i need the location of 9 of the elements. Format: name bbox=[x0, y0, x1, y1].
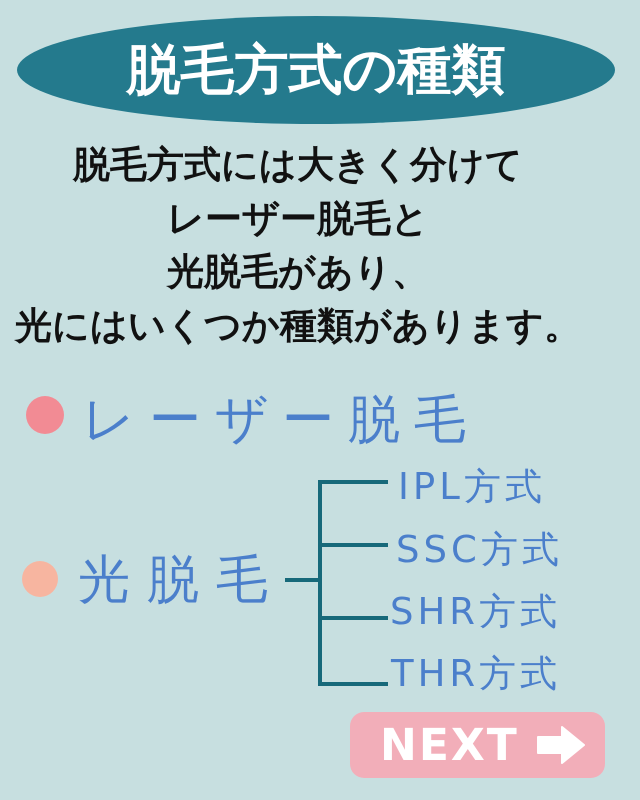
title: 脱毛方式の種類 bbox=[126, 38, 506, 102]
method-label: SHR方式 bbox=[388, 588, 562, 636]
method-label: IPL方式 bbox=[388, 463, 546, 511]
method-label: THR方式 bbox=[388, 650, 562, 698]
method-label: SSC方式 bbox=[388, 526, 563, 574]
category-label: 光脱毛 bbox=[76, 548, 285, 612]
next-button: NEXT bbox=[350, 712, 605, 778]
intro-paragraph: 脱毛方式には大きく分けてレーザー脱毛と光脱毛があり、光にはいくつか種類があります。 bbox=[15, 142, 581, 348]
category-label: レーザー脱毛 bbox=[80, 388, 480, 452]
